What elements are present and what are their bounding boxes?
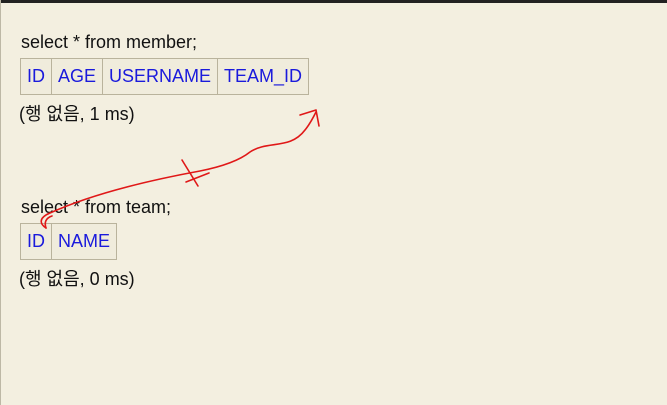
member-col-username[interactable]: USERNAME — [102, 58, 219, 95]
member-result-status: (행 없음, 1 ms) — [19, 104, 135, 124]
member-header-row: ID AGE USERNAME TEAM_ID — [20, 58, 310, 95]
member-col-team-id[interactable]: TEAM_ID — [217, 58, 310, 95]
team-result-status: (행 없음, 0 ms) — [19, 269, 135, 289]
team-header-row: ID NAME — [20, 223, 118, 260]
annotation-x-mark — [181, 159, 210, 187]
member-result-table: ID AGE USERNAME TEAM_ID — [20, 58, 310, 95]
member-col-id[interactable]: ID — [20, 58, 52, 95]
member-query-text: select * from member; — [21, 32, 198, 52]
member-col-age[interactable]: AGE — [50, 58, 104, 95]
team-result-table: ID NAME — [20, 223, 118, 260]
team-query-text: select * from team; — [21, 197, 172, 217]
window-top-border — [0, 0, 667, 3]
team-col-name[interactable]: NAME — [50, 223, 118, 260]
window-left-border — [0, 0, 1, 405]
annotation-arrowhead — [299, 109, 320, 127]
team-col-id[interactable]: ID — [20, 223, 52, 260]
